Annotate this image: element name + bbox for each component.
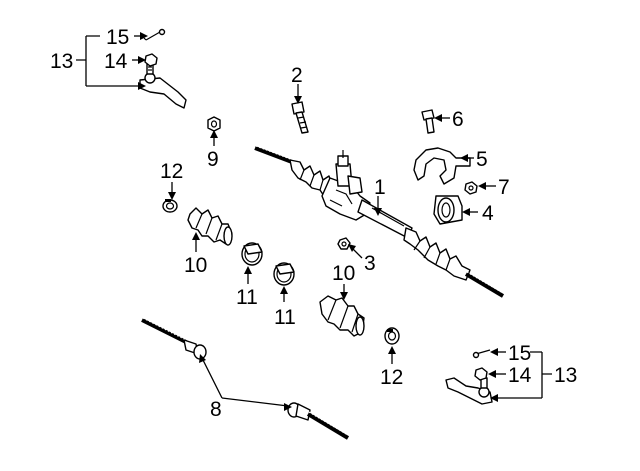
callout-3: 3: [364, 252, 376, 275]
callout-13-left: 13: [50, 50, 73, 73]
callout-1: 1: [374, 176, 386, 199]
inner-tie-rod-lower: [287, 402, 350, 440]
callout-15-left: 15: [106, 26, 129, 49]
boot-clamp-11b: [273, 262, 295, 286]
callout-12-left: 12: [160, 160, 183, 183]
rack-boot-left: [187, 207, 233, 246]
boot-clamp-right: [384, 327, 400, 345]
callout-13-right: 13: [554, 364, 577, 387]
callout-10-right: 10: [332, 262, 355, 285]
callout-8: 8: [210, 398, 222, 421]
bracket-nut: [464, 181, 478, 195]
jam-nut: [207, 116, 221, 132]
castle-nut-right: [474, 367, 488, 381]
callout-10-left: 10: [184, 254, 207, 277]
tie-rod-end-left: [139, 63, 187, 109]
boot-clamp-11a: [241, 242, 263, 266]
rack-bushing: [433, 195, 463, 225]
callout-12-right: 12: [380, 366, 403, 389]
inner-tie-rod-upper: [141, 317, 207, 360]
mounting-bolt: [291, 101, 309, 134]
callout-6: 6: [452, 108, 464, 131]
cotter-pin-right: [472, 349, 491, 359]
hex-nut: [337, 237, 351, 250]
tie-rod-end-right: [445, 377, 493, 405]
callout-14-left: 14: [104, 50, 128, 73]
bracket-bolt: [421, 109, 435, 134]
callout-9: 9: [207, 148, 219, 171]
callout-14-right: 14: [508, 364, 532, 387]
castle-nut-left: [144, 53, 158, 67]
steering-rack-assembly: [254, 145, 505, 298]
callout-5: 5: [476, 148, 488, 171]
callout-15-right: 15: [508, 342, 531, 365]
mounting-bracket: [413, 147, 471, 185]
callout-4: 4: [482, 202, 494, 225]
callout-7: 7: [498, 176, 510, 199]
callout-2: 2: [291, 64, 303, 87]
leader-lines: [76, 32, 552, 411]
boot-clamp-left: [162, 199, 178, 213]
callout-labels: 1 2 3 4 5 6 7 8 9 10 10 11 11 12 12 13 1…: [50, 26, 577, 421]
rack-boot-right: [319, 295, 365, 337]
callout-11-a: 11: [236, 286, 258, 309]
callout-11-b: 11: [274, 306, 296, 329]
cotter-pin-left: [143, 28, 166, 41]
